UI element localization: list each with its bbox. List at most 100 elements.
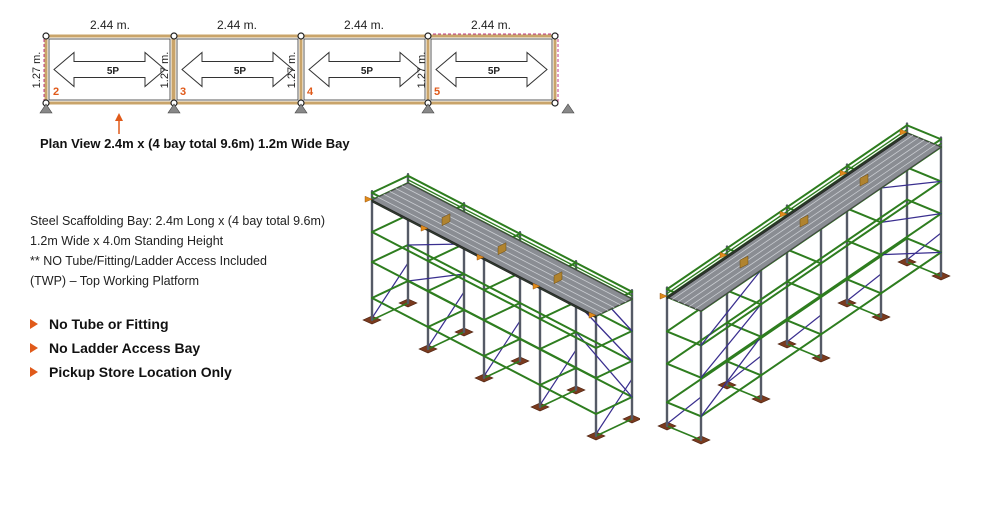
spec-block: Steel Scaffolding Bay: 2.4m Long x (4 ba… [30,211,325,291]
transom [595,330,633,349]
transom [906,237,942,254]
transom [906,198,942,215]
guardrail-end [906,124,942,141]
bay-number: 4 [307,86,314,98]
transom [595,396,633,415]
coupler-clamp [739,255,749,269]
transom [427,331,465,350]
transom [483,360,521,379]
transom [726,384,762,400]
transom [786,343,822,359]
transom [726,360,762,377]
diagonal-brace [700,335,762,418]
bullet-triangle-icon [30,319,38,329]
transom [846,302,882,318]
standard-node [424,32,432,40]
arrow-label: 5P [361,66,374,77]
deck-plank-line [672,134,914,300]
bullet-list: No Tube or Fitting No Ladder Access Bay … [30,312,232,384]
transom [427,309,465,328]
end-marker [420,224,429,232]
spec-line: Steel Scaffolding Bay: 2.4m Long x (4 ba… [30,214,326,228]
bullet-triangle-icon [30,367,38,377]
coupler-clamp [553,271,563,285]
bay-depth-label: 1.27 m. [416,52,428,89]
transom [539,367,577,386]
transom [595,418,633,437]
transom [786,319,822,336]
base-jack-icon [421,103,435,114]
bay-inner-outline [430,38,553,101]
transom [906,166,942,183]
transom [726,321,762,338]
toe-board [666,132,908,300]
bay-depth-label: 1.27 m. [31,52,43,89]
base-jack-icon [167,103,181,114]
bullet-item: No Tube or Fitting [30,312,232,336]
standard-node [297,32,305,40]
bay-number: 5 [434,86,440,98]
transom [371,280,409,299]
diagonal-brace [700,269,762,347]
base-jack-icon [294,103,308,114]
arrow-label: 5P [234,66,247,77]
base-jack-icon [561,103,575,114]
end-marker [899,128,908,136]
transom [786,248,822,265]
mid-rail [407,179,633,297]
transom [595,360,633,379]
standard-node [170,32,178,40]
bay-inner-outline [176,38,299,101]
coupler-clamp [859,173,869,187]
end-marker [588,311,597,319]
bay-depth-label: 1.27 m. [159,52,171,89]
transom [371,302,409,321]
bay-width-label: 2.44 m. [344,18,384,32]
bullet-text: Pickup Store Location Only [49,364,232,380]
double-arrow-icon [53,51,166,88]
bullet-item: Pickup Store Location Only [30,360,232,384]
standard-node [42,32,50,40]
transom [906,261,942,277]
deck-plank-line [694,144,936,310]
end-marker [659,292,668,300]
spec-line: ** NO Tube/Fitting/Ladder Access Include… [30,254,267,268]
arrow-label: 5P [107,66,120,77]
transom [786,280,822,297]
end-marker [532,282,541,290]
bay-number: 2 [53,86,59,98]
spec-line: 1.2m Wide x 4.0m Standing Height [30,234,224,248]
double-arrow-icon [181,51,294,88]
deck-plank-line [401,185,627,303]
bullet-triangle-icon [30,343,38,353]
bay-inner-outline [48,38,171,101]
bay-number: 3 [180,86,186,98]
arrow-label: 5P [488,66,501,77]
end-marker [476,253,485,261]
bullet-item: No Ladder Access Bay [30,336,232,360]
deck-plank-line [395,188,621,306]
plan-caption: Plan View 2.4m x (4 bay total 9.6m) 1.2m… [40,136,350,151]
transom [666,362,702,379]
guardrail-end [371,174,409,194]
transom [846,239,882,256]
transom [483,338,521,357]
diagonal-brace [880,213,942,224]
deck-plank-line [377,196,603,314]
plan-view: 2.44 m. 2.44 m. 2.44 m. 2.44 m. 1.27 m. … [31,18,575,134]
transom [539,389,577,408]
bay-inner-outline [303,38,426,101]
transom [846,207,882,224]
deck-plank-line [689,141,931,307]
standard-node [551,99,559,107]
bullet-text: No Tube or Fitting [49,316,169,332]
bay-width-label: 2.44 m. [90,18,130,32]
bay-width-label: 2.44 m. [217,18,257,32]
toe-board [371,199,597,319]
up-arrow-icon [115,113,123,134]
coupler-clamp [799,214,809,228]
end-marker [839,169,848,177]
end-marker [364,195,373,203]
transom [666,330,702,347]
coupler-clamp [441,213,451,227]
